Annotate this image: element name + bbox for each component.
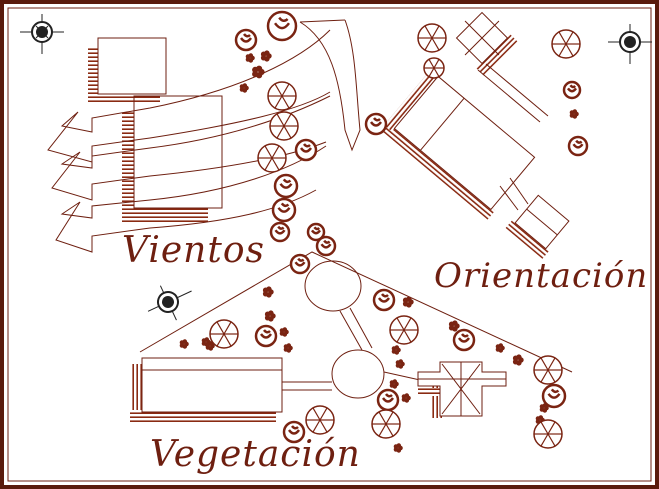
- tree-icon: [315, 235, 337, 257]
- tree-icon: [267, 81, 297, 111]
- tree-icon: [533, 419, 563, 449]
- shrub-icon: [239, 83, 249, 93]
- tree-icon: [423, 57, 445, 79]
- wind-boundary: [299, 19, 361, 152]
- main-building: [393, 75, 536, 211]
- tree-icon: [562, 80, 582, 100]
- building-block: [133, 95, 223, 209]
- north-arrow-icon: [147, 285, 192, 321]
- north-arrow-icon: [608, 24, 652, 64]
- cross-building: [417, 361, 507, 417]
- path-connector: [477, 63, 549, 123]
- shrub-icon: [245, 53, 255, 63]
- vientos-tree-row: [234, 10, 326, 243]
- building-shadow: [384, 71, 437, 132]
- shrub-icon: [279, 327, 289, 337]
- site-boundary: [139, 251, 573, 373]
- shrub-icon: [264, 310, 276, 322]
- tree-icon: [234, 28, 258, 52]
- tree-icon: [389, 315, 419, 345]
- vegetacion-trees: [179, 235, 567, 453]
- tree-icon: [376, 388, 400, 412]
- building-shadow: [88, 46, 98, 100]
- tree-icon: [254, 324, 278, 348]
- tree-icon: [294, 138, 318, 162]
- tree-icon: [209, 319, 239, 349]
- shrub-icon: [401, 393, 411, 403]
- building-shadow: [130, 410, 276, 422]
- walkway: [282, 381, 332, 391]
- shrub-icon: [448, 320, 460, 332]
- wind-arrow: [47, 29, 331, 163]
- shrub-icon: [262, 286, 274, 298]
- tree-icon: [452, 328, 476, 352]
- shrub-icon: [179, 339, 189, 349]
- tree-icon: [364, 112, 388, 136]
- vegetacion-diagram: [130, 251, 573, 422]
- shrub-icon: [205, 341, 215, 351]
- shrub-icon: [402, 296, 414, 308]
- shrub-icon: [260, 50, 272, 62]
- tree-icon: [266, 10, 298, 42]
- shrub-icon: [495, 343, 505, 353]
- shrub-icon: [252, 65, 265, 79]
- tree-icon: [271, 197, 297, 223]
- tree-icon: [567, 135, 589, 157]
- plaza-circle: [304, 260, 362, 312]
- building-shadow: [432, 384, 442, 418]
- tree-icon: [533, 355, 563, 385]
- path-connector: [499, 177, 529, 211]
- tree-icon: [541, 383, 567, 409]
- building-block: [97, 37, 167, 95]
- vientos-label: Vientos: [122, 230, 265, 271]
- building-shadow: [130, 364, 142, 422]
- tree-icon: [273, 173, 299, 199]
- building-shadow: [88, 92, 160, 102]
- north-arrow-icon: [20, 14, 64, 54]
- shrub-icon: [539, 403, 549, 413]
- plaza-circle: [331, 349, 385, 399]
- vientos-diagram: [47, 19, 361, 253]
- shrub-icon: [393, 443, 403, 453]
- vegetacion-label: Vegetación: [150, 434, 361, 475]
- tree-icon: [371, 409, 401, 439]
- building-shadow: [380, 120, 496, 220]
- sheet-inner-border: [7, 7, 652, 482]
- building-shadow: [122, 208, 208, 222]
- orientacion-label: Orientación: [434, 256, 649, 296]
- shrub-icon: [391, 345, 401, 355]
- orientacion-trees: [364, 23, 589, 157]
- walkway: [339, 307, 373, 351]
- tree-icon: [269, 111, 299, 141]
- shrub-icon: [389, 379, 399, 389]
- tree-icon: [417, 23, 447, 53]
- wind-line: [299, 19, 346, 23]
- tree-icon: [269, 221, 291, 243]
- tree-icon: [372, 288, 396, 312]
- shrub-icon: [283, 343, 293, 353]
- building-shadow: [505, 220, 549, 259]
- orientacion-diagram: [380, 11, 570, 259]
- tree-icon: [306, 222, 326, 242]
- tree-icon: [551, 29, 581, 59]
- shrub-icon: [395, 359, 405, 369]
- tree-icon: [257, 143, 287, 173]
- tree-icon: [305, 405, 335, 435]
- tree-icon: [289, 253, 311, 275]
- tree-icon: [282, 420, 306, 444]
- shrub-icon: [512, 354, 524, 366]
- building-shadow: [122, 110, 134, 222]
- wind-arrow: [55, 145, 327, 253]
- shrub-icon: [569, 109, 579, 119]
- walkway: [383, 371, 421, 381]
- shrub-icon: [201, 337, 211, 347]
- long-building: [141, 357, 283, 413]
